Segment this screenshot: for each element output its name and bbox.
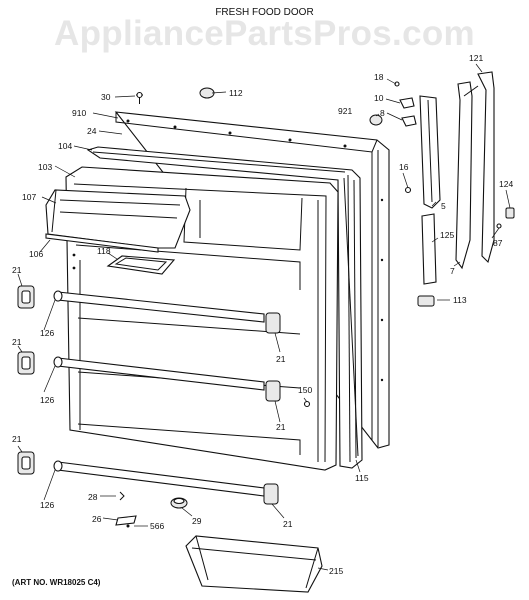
shelf-end-caps-right [263,312,281,505]
callout-121: 121 [469,53,483,63]
callout-107: 107 [22,192,36,202]
bottom-small-parts [115,491,188,528]
leader-lines [17,63,511,571]
callout-21: 21 [12,337,22,347]
callout-125: 125 [440,230,454,240]
callout-16: 16 [399,162,409,172]
callout-215: 215 [329,566,343,576]
top-small-parts [136,87,215,104]
callout-21: 21 [283,519,293,529]
callout-124: 124 [499,179,513,189]
callout-26: 26 [92,514,102,524]
callout-8: 8 [380,108,385,118]
callout-103: 103 [38,162,52,172]
callout-30: 30 [101,92,111,102]
callout-115: 115 [355,473,369,483]
callout-566: 566 [150,521,164,531]
callout-910: 910 [72,108,86,118]
butter-tray [106,255,176,275]
callout-104: 104 [58,141,72,151]
callout-21: 21 [12,265,22,275]
art-number: (ART NO. WR18025 C4) [12,578,101,587]
shelf-end-caps-left [17,285,35,475]
callout-24: 24 [87,126,97,136]
shelf-bars [53,290,265,497]
callout-labels: 112 30 910 24 104 103 107 106 118 21 126… [12,53,513,576]
door-bin [185,535,323,593]
callout-18: 18 [374,72,384,82]
hinge-assembly [369,71,515,307]
watermark: AppliancePartsPros.com [54,14,475,53]
callout-126: 126 [40,500,54,510]
callout-126: 126 [40,328,54,338]
dairy-compartment [45,189,191,253]
callout-7: 7 [450,266,455,276]
callout-10: 10 [374,93,384,103]
callout-29: 29 [192,516,202,526]
diagram-title: FRESH FOOD DOOR [215,7,314,18]
callout-21: 21 [276,354,286,364]
callout-87: 87 [493,238,503,248]
callout-150: 150 [298,385,312,395]
side-small-parts [303,177,359,457]
callout-21: 21 [12,434,22,444]
callout-28: 28 [88,492,98,502]
callout-5: 5 [441,201,446,211]
callout-126: 126 [40,395,54,405]
callout-113: 113 [453,295,467,305]
callout-106: 106 [29,249,43,259]
callout-21: 21 [276,422,286,432]
callout-112: 112 [229,88,243,98]
callout-118: 118 [97,246,111,256]
callout-921: 921 [338,106,352,116]
